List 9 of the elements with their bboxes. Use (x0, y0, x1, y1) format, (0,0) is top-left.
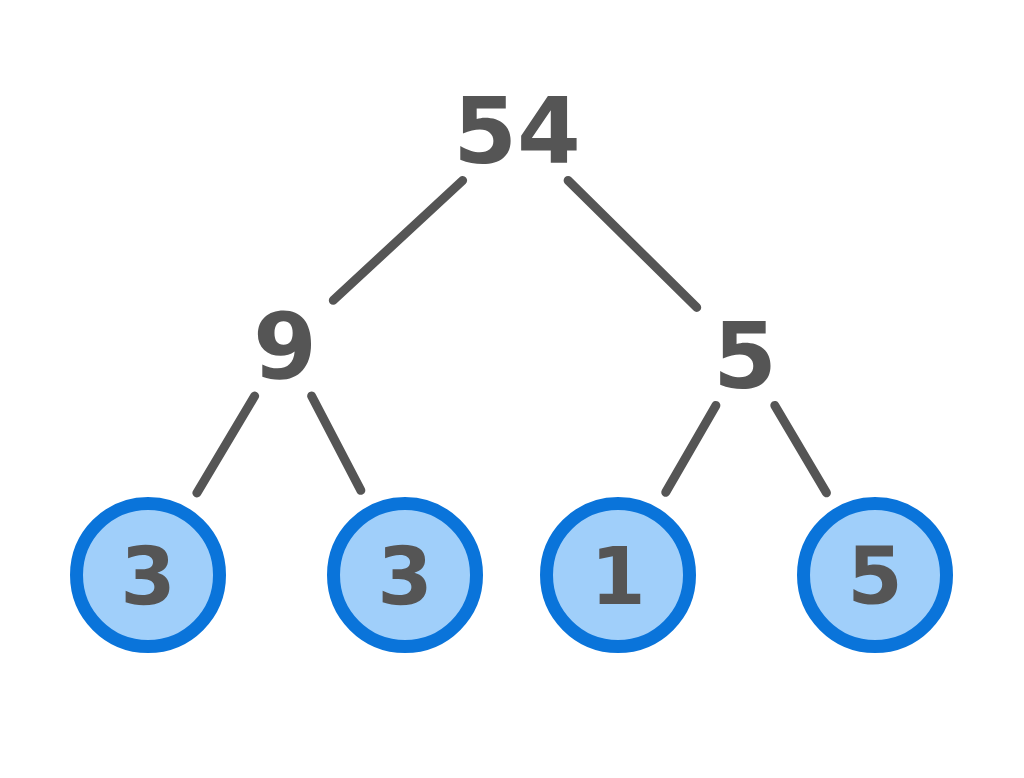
connector-line (192, 391, 260, 498)
connector-line (770, 400, 831, 498)
connector-line (328, 175, 468, 305)
connector-line (563, 175, 702, 312)
number-label: 5 (720, 320, 771, 390)
connector-line (661, 400, 721, 497)
connector-line (307, 391, 366, 495)
number-label: 54 (460, 95, 577, 165)
number-label: 9 (257, 310, 312, 380)
